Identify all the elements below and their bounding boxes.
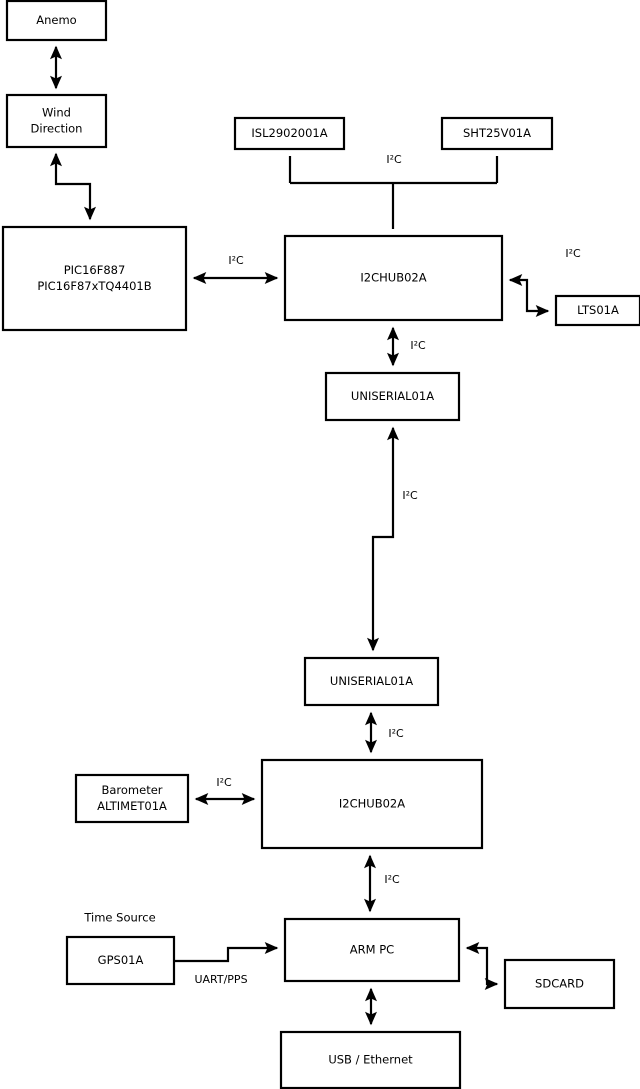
- node-label-line2: ALTIMET01A: [97, 799, 167, 813]
- node-hub_top[interactable]: I2CHUB02A: [283, 234, 504, 322]
- edge-hub-isl-sht: I²C: [288, 153, 499, 229]
- node-label: ISL2902001A: [251, 126, 327, 140]
- node-box[interactable]: [5, 93, 108, 149]
- edge-path: [508, 273, 550, 318]
- node-lts[interactable]: LTS01A: [554, 294, 640, 327]
- node-label-line1: Barometer: [101, 783, 162, 797]
- node-label: Anemo: [36, 13, 76, 27]
- edge-label-gps-armpc: UART/PPS: [194, 973, 247, 986]
- free-label-layer: Time Source: [83, 911, 155, 925]
- node-label-line2: PIC16F87xTQ4401B: [37, 279, 151, 293]
- edge-barometer-hub2: I²C: [194, 776, 256, 806]
- node-label: I2CHUB02A: [360, 271, 426, 285]
- edge-label-uniserial-uniserial: I²C: [402, 489, 418, 502]
- node-label: ARM PC: [350, 943, 394, 957]
- node-uniserial_top[interactable]: UNISERIAL01A: [324, 371, 461, 422]
- node-box[interactable]: [324, 371, 461, 422]
- edge-hub-lts: I²C: [508, 247, 581, 318]
- edge-path: [366, 426, 400, 652]
- node-label: UNISERIAL01A: [351, 389, 434, 403]
- node-sht[interactable]: SHT25V01A: [440, 116, 554, 151]
- edge-path: [465, 941, 499, 991]
- node-box[interactable]: [1, 225, 188, 332]
- edge-uniserial-uniserial: I²C: [366, 426, 418, 652]
- edge-label-pic-hub: I²C: [228, 254, 244, 267]
- edge-layer: I²C I²C I²C I²C I²C I²C I²C I²C UART/PPS: [49, 45, 581, 1026]
- node-label: SHT25V01A: [463, 126, 531, 140]
- edge-gps-armpc: UART/PPS: [174, 941, 279, 986]
- edge-label-barometer-hub2: I²C: [216, 776, 232, 789]
- edge-pic-hub: I²C: [192, 254, 279, 285]
- edge-label-hub2-armpc: I²C: [384, 873, 400, 886]
- edge-label-hub-lts: I²C: [565, 247, 581, 260]
- node-label: GPS01A: [98, 953, 144, 967]
- node-label-line2: Direction: [31, 122, 83, 136]
- node-box[interactable]: [5, 0, 108, 42]
- node-box[interactable]: [283, 917, 461, 983]
- node-label-line1: Wind: [42, 106, 71, 120]
- edge-hub-uniserial: I²C: [386, 326, 426, 367]
- node-box[interactable]: [283, 234, 504, 322]
- edge-path: [174, 941, 279, 963]
- edge-hub2-armpc: I²C: [363, 854, 400, 913]
- edge-armpc-sdcard: [465, 941, 499, 991]
- node-box[interactable]: [503, 958, 616, 1010]
- node-label: I2CHUB02A: [339, 797, 405, 811]
- label-time-source: Time Source: [83, 911, 155, 925]
- node-armpc[interactable]: ARM PC: [283, 917, 461, 983]
- node-anemo[interactable]: Anemo: [5, 0, 108, 42]
- node-box[interactable]: [233, 116, 346, 151]
- node-gps[interactable]: GPS01A: [65, 935, 176, 986]
- node-label: USB / Ethernet: [328, 1053, 413, 1067]
- node-box[interactable]: [303, 656, 440, 707]
- node-label: UNISERIAL01A: [330, 674, 413, 688]
- edge-label-hub-uniserial: I²C: [410, 339, 426, 352]
- edge-uniserial-hub2: I²C: [364, 711, 404, 754]
- node-label-line1: PIC16F887: [64, 263, 126, 277]
- edge-label-hub-isl-sht: I²C: [386, 153, 402, 166]
- node-box[interactable]: [440, 116, 554, 151]
- node-label: SDCARD: [535, 977, 584, 991]
- node-sdcard[interactable]: SDCARD: [503, 958, 616, 1010]
- edge-wind-pic: [49, 152, 97, 221]
- edge-label-uniserial-hub2: I²C: [388, 727, 404, 740]
- node-usb[interactable]: USB / Ethernet: [279, 1030, 462, 1089]
- node-isl[interactable]: ISL2902001A: [233, 116, 346, 151]
- node-box[interactable]: [260, 758, 484, 850]
- node-uniserial_bot[interactable]: UNISERIAL01A: [303, 656, 440, 707]
- node-box[interactable]: [279, 1030, 462, 1089]
- node-label: LTS01A: [577, 303, 619, 317]
- edge-path: [288, 156, 499, 229]
- node-box[interactable]: [554, 294, 640, 327]
- node-box[interactable]: [74, 773, 190, 824]
- edge-path: [49, 152, 97, 221]
- node-box[interactable]: [65, 935, 176, 986]
- node-hub_bot[interactable]: I2CHUB02A: [260, 758, 484, 850]
